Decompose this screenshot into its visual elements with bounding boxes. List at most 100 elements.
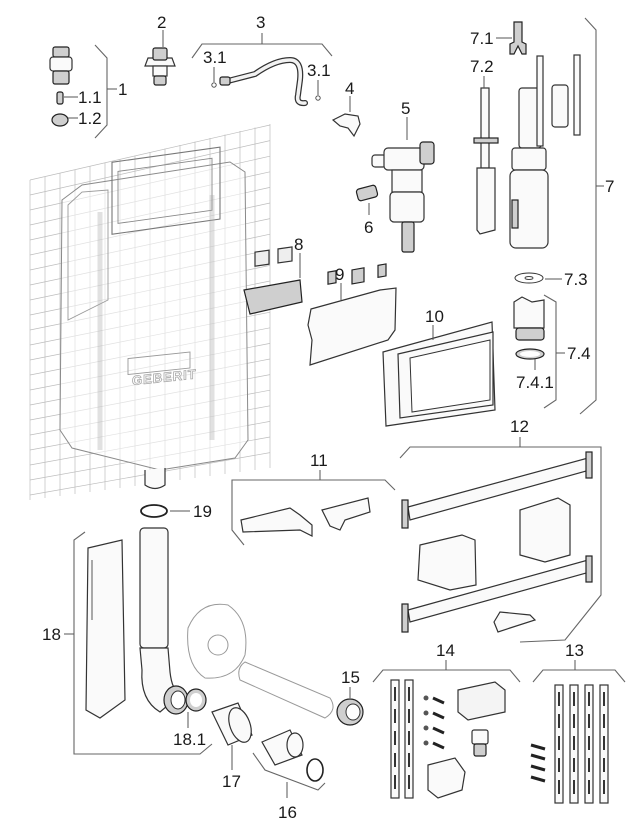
strip-slot: [588, 780, 590, 794]
strip-slot: [573, 736, 575, 750]
screw: [432, 696, 445, 705]
part-15-pipe-seal: [336, 698, 364, 726]
callout-7-4-1: 7.4.1: [516, 373, 554, 392]
strip-slot: [558, 758, 560, 772]
screw: [530, 764, 546, 772]
bracket-12: [399, 446, 602, 643]
bracket-7: [579, 17, 597, 415]
callout-16: 16: [278, 803, 297, 822]
bracket-7-4: [543, 294, 557, 409]
brand-logo: GEBERIT: [132, 366, 197, 388]
bracket-11: [231, 479, 396, 546]
strip-slot: [573, 758, 575, 772]
part-14-installation-kit: [390, 679, 506, 799]
callout-18-1: 18.1: [173, 730, 206, 749]
part-18-flush-bend: [85, 527, 207, 719]
cistern-outlet: [144, 468, 166, 490]
callout-1-2: 1.2: [78, 109, 102, 128]
bracket-16: [252, 752, 326, 791]
strip-slot: [558, 736, 560, 750]
washer: [423, 695, 429, 701]
part-7-4-valve-seat: [513, 296, 545, 329]
callout-7-4: 7.4: [567, 344, 591, 363]
part-3-1-seal-b: [315, 95, 321, 101]
part-8-actuator-mechanism: [243, 246, 303, 315]
part-16-connector-pipe: [261, 729, 324, 782]
part-2-valve-fitting: [144, 47, 176, 86]
strip-slot: [558, 714, 560, 728]
callout-19: 19: [193, 502, 212, 521]
callout-3-1-b: 3.1: [307, 61, 331, 80]
callout-17: 17: [222, 772, 241, 791]
strip-slot: [573, 714, 575, 728]
strip-slot: [394, 775, 396, 789]
callout-11: 11: [310, 451, 328, 470]
callout-10: 10: [425, 307, 444, 326]
grid-line: [29, 124, 271, 181]
part-1-angle-valve-connector: [49, 46, 73, 127]
cistern-body: GEBERIT: [59, 146, 249, 490]
strip-slot: [603, 714, 605, 728]
strip-slot: [588, 714, 590, 728]
screw: [530, 753, 546, 761]
washer: [423, 725, 429, 731]
strip-slot: [408, 709, 410, 723]
strip-slot: [588, 692, 590, 706]
callout-6: 6: [364, 218, 373, 237]
bracket-18: [73, 531, 213, 755]
screw: [432, 711, 445, 720]
strip-slot: [408, 687, 410, 701]
screw: [432, 741, 445, 750]
strip-slot: [588, 758, 590, 772]
callout-7-3: 7.3: [564, 270, 588, 289]
part-7-1-top: [509, 21, 527, 55]
part-7-flush-valve: [473, 21, 581, 360]
part-17-protective-cap: [211, 702, 253, 746]
part-11-wall-brackets: [240, 497, 371, 537]
part-7-2-lift-rod: [473, 87, 499, 235]
strip-slot: [394, 753, 396, 767]
strip-slot: [408, 775, 410, 789]
strip-slot: [558, 692, 560, 706]
callout-7-1: 7.1: [470, 29, 494, 48]
callout-4: 4: [345, 79, 354, 98]
callout-14: 14: [436, 641, 455, 660]
part-9-actuator-frame: [307, 263, 397, 366]
part-4-clip: [331, 113, 361, 138]
part-12-mounting-frame: [401, 451, 593, 633]
callout-1-1: 1.1: [78, 88, 102, 107]
callout-18: 18: [42, 625, 61, 644]
screw: [432, 726, 445, 735]
strip-slot: [558, 780, 560, 794]
callout-8: 8: [294, 235, 303, 254]
part-3-1-seal-a: [211, 82, 217, 88]
callout-9: 9: [335, 265, 344, 284]
part-19-o-ring: [140, 504, 168, 518]
callout-3: 3: [256, 13, 265, 32]
strip-slot: [603, 758, 605, 772]
callout-12: 12: [510, 417, 529, 436]
part-6-adapter: [355, 184, 379, 202]
callout-13: 13: [565, 641, 584, 660]
part-7-3-washer: [514, 272, 544, 284]
actuator-opening: [111, 146, 221, 235]
screw: [530, 775, 546, 783]
strip-slot: [573, 692, 575, 706]
callout-1: 1: [118, 80, 127, 99]
screw: [530, 743, 546, 751]
callout-15: 15: [341, 668, 360, 687]
strip-slot: [394, 709, 396, 723]
strip-slot: [603, 780, 605, 794]
callout-5: 5: [401, 99, 410, 118]
callout-7: 7: [605, 177, 614, 196]
washer: [423, 740, 429, 746]
grid-line: [29, 140, 271, 196]
bracket-1: [94, 44, 108, 139]
strip-slot: [394, 687, 396, 701]
strip-slot: [588, 736, 590, 750]
strip-slot: [603, 736, 605, 750]
callout-7-2: 7.2: [470, 57, 494, 76]
part-1-2-nut: [51, 113, 69, 127]
bracket-13: [532, 669, 626, 683]
